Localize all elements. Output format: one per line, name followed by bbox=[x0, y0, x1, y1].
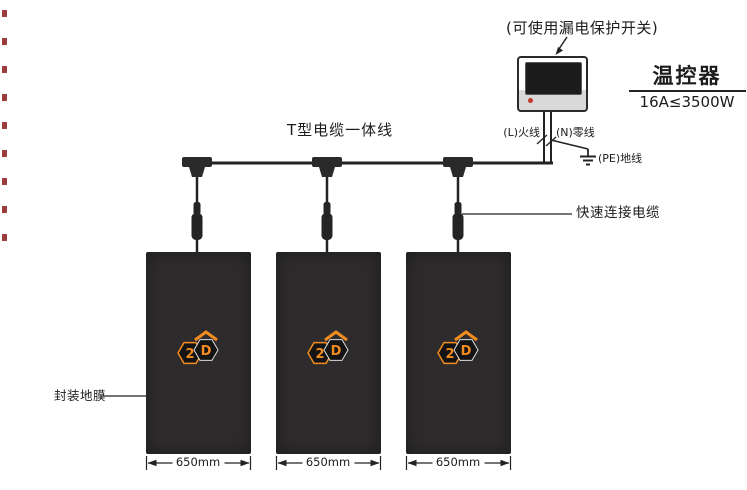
edge-mark bbox=[2, 178, 7, 185]
heating-film-panel: 2 D bbox=[406, 252, 511, 454]
heating-film-panel: 2 D bbox=[276, 252, 381, 454]
zd-logo-icon: 2 D bbox=[436, 330, 479, 365]
thermostat-device bbox=[517, 56, 588, 112]
earth-ground-icon bbox=[550, 139, 596, 166]
logo-right-glyph: D bbox=[330, 344, 341, 359]
ground-wire-label: (PE)地线 bbox=[598, 152, 643, 165]
t-connector bbox=[312, 157, 342, 177]
logo-left-glyph: 2 bbox=[445, 347, 454, 362]
pointer-arrow-icon bbox=[555, 36, 568, 55]
edge-mark bbox=[2, 122, 7, 129]
logo-left-glyph: 2 bbox=[315, 347, 324, 362]
live-wire-label: (L)火线 bbox=[503, 126, 540, 139]
panel-width-dimension: 650mm bbox=[305, 455, 351, 469]
inline-connector bbox=[452, 202, 464, 240]
t-connector bbox=[443, 157, 473, 177]
dimension-650mm bbox=[405, 456, 512, 470]
inline-connector bbox=[191, 202, 203, 240]
logo-left-glyph: 2 bbox=[185, 347, 194, 362]
edge-mark bbox=[2, 234, 7, 241]
quick-connect-cable-label: 快速连接电缆 bbox=[576, 205, 660, 221]
panel-width-dimension: 650mm bbox=[175, 455, 221, 469]
thermostat-screen bbox=[525, 62, 582, 95]
dimension-650mm bbox=[275, 456, 382, 470]
t-cable-label: T型电缆一体线 bbox=[287, 121, 394, 139]
power-rating-label: 16A≤3500W bbox=[639, 93, 735, 111]
neutral-wire-label: (N)零线 bbox=[556, 126, 595, 139]
dimension-650mm bbox=[145, 456, 252, 470]
t-connector bbox=[182, 157, 212, 177]
logo-right-glyph: D bbox=[200, 344, 211, 359]
edge-mark bbox=[2, 150, 7, 157]
zd-logo-icon: 2 D bbox=[306, 330, 349, 365]
heating-film-panel: 2 D bbox=[146, 252, 251, 454]
edge-mark bbox=[2, 206, 7, 213]
edge-mark bbox=[2, 94, 7, 101]
zd-logo-icon: 2 D bbox=[176, 330, 219, 365]
edge-mark bbox=[2, 66, 7, 73]
edge-mark bbox=[2, 10, 7, 17]
logo-right-glyph: D bbox=[460, 344, 471, 359]
thermostat-title: 温控器 bbox=[652, 64, 722, 88]
film-label: 封装地膜 bbox=[54, 388, 107, 403]
panel-width-dimension: 650mm bbox=[435, 455, 481, 469]
thermostat-wires bbox=[536, 112, 557, 163]
edge-mark bbox=[2, 38, 7, 45]
thermostat-power-led bbox=[528, 98, 533, 103]
breaker-note-label: (可使用漏电保护开关) bbox=[506, 19, 659, 37]
inline-connector bbox=[321, 202, 333, 240]
